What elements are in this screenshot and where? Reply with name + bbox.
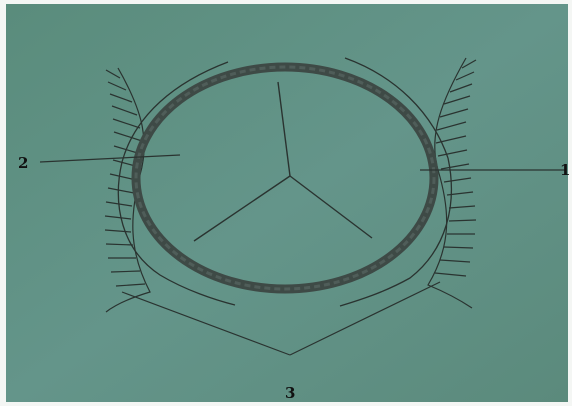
label-1: 1 (560, 161, 570, 179)
label-2: 2 (18, 154, 28, 172)
label-3: 3 (285, 384, 295, 402)
